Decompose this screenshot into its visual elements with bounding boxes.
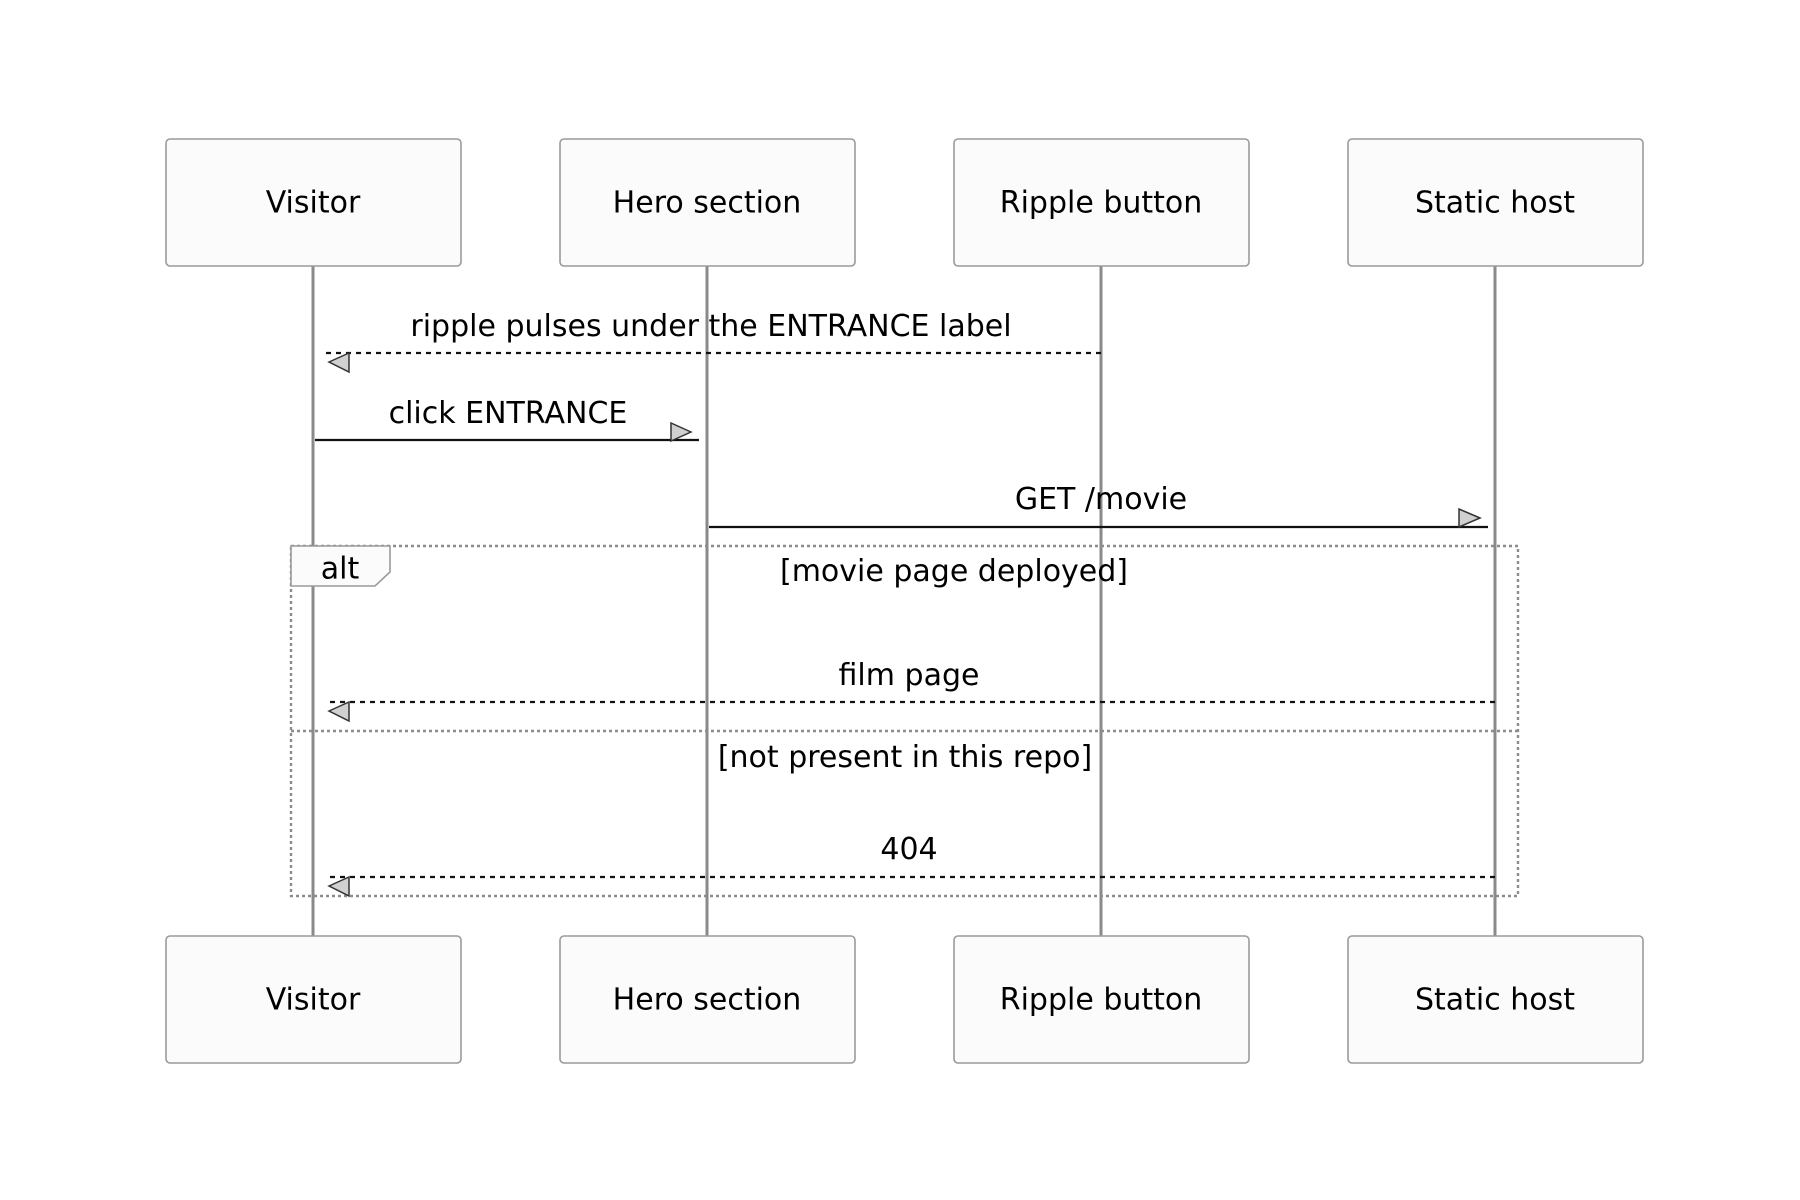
actor-label: Hero section <box>613 983 802 1018</box>
message-click-entrance: click ENTRANCE <box>315 396 699 443</box>
message-404: 404 <box>325 832 1495 898</box>
actor-top-ripple-button: Ripple button <box>953 138 1250 267</box>
message-label: ripple pulses under the ENTRANCE label <box>410 309 1011 344</box>
actor-label: Static host <box>1415 186 1575 221</box>
actor-bottom-visitor: Visitor <box>165 935 462 1064</box>
alt-frame: alt [movie page deployed] [not present i… <box>289 544 1520 898</box>
actor-top-visitor: Visitor <box>165 138 462 267</box>
actor-label: Static host <box>1415 983 1575 1018</box>
alt-frame-border <box>289 544 1520 898</box>
message-label: 404 <box>880 832 937 867</box>
actor-label: Ripple button <box>1000 186 1203 221</box>
actor-label: Visitor <box>266 983 361 1018</box>
arrowhead-right <box>1458 507 1482 529</box>
actor-bottom-hero-section: Hero section <box>559 935 856 1064</box>
arrowhead-right <box>670 421 693 443</box>
actor-bottom-ripple-button: Ripple button <box>953 935 1250 1064</box>
alt-branch-condition: [movie page deployed] <box>780 554 1128 589</box>
message-label: click ENTRANCE <box>389 396 628 431</box>
actor-bottom-static-host: Static host <box>1347 935 1644 1064</box>
message-ripple-pulses: ripple pulses under the ENTRANCE label <box>325 309 1101 374</box>
arrowhead-left <box>327 700 350 723</box>
actor-label: Ripple button <box>1000 983 1203 1018</box>
actor-label: Hero section <box>613 186 802 221</box>
alt-frame-kind: alt <box>321 552 360 587</box>
arrowhead-left <box>327 351 350 374</box>
message-film-page: film page <box>325 658 1495 723</box>
actor-label: Visitor <box>266 186 361 221</box>
message-label: GET /movie <box>1015 482 1187 517</box>
alt-frame-tab <box>290 545 391 587</box>
message-get-movie: GET /movie <box>709 482 1488 529</box>
actor-top-static-host: Static host <box>1347 138 1644 267</box>
arrowhead-left <box>327 875 350 898</box>
message-label: film page <box>839 658 980 693</box>
alt-branch-condition: [not present in this repo] <box>718 740 1092 775</box>
actor-top-hero-section: Hero section <box>559 138 856 267</box>
